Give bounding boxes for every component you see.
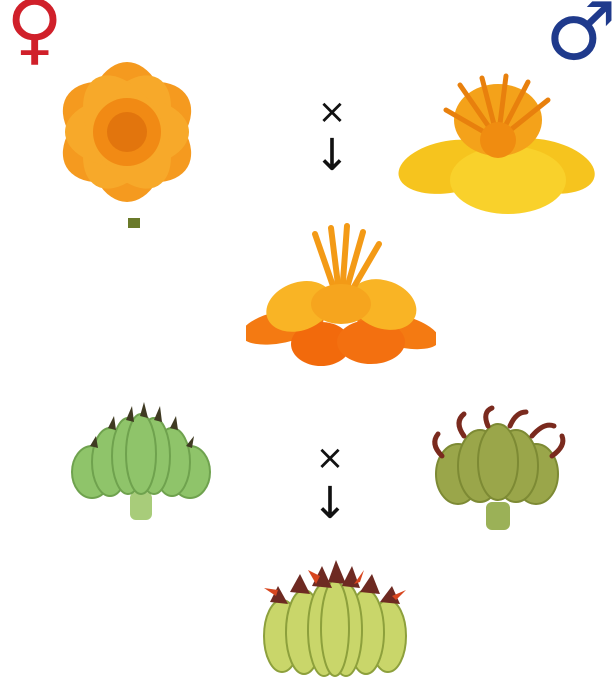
cross-symbol-bottom: × <box>310 438 350 478</box>
female-parent-flower <box>32 40 222 230</box>
hybrid-flower <box>246 212 436 377</box>
cross-symbol-top: × <box>312 92 352 132</box>
hybrid-fruit <box>256 556 414 680</box>
arrow-down-top: ↓ <box>312 130 352 181</box>
female-parent-fruit <box>62 396 220 524</box>
arrow-down-bottom: ↓ <box>310 478 350 529</box>
male-parent-fruit <box>424 404 570 532</box>
male-parent-flower <box>398 50 598 218</box>
